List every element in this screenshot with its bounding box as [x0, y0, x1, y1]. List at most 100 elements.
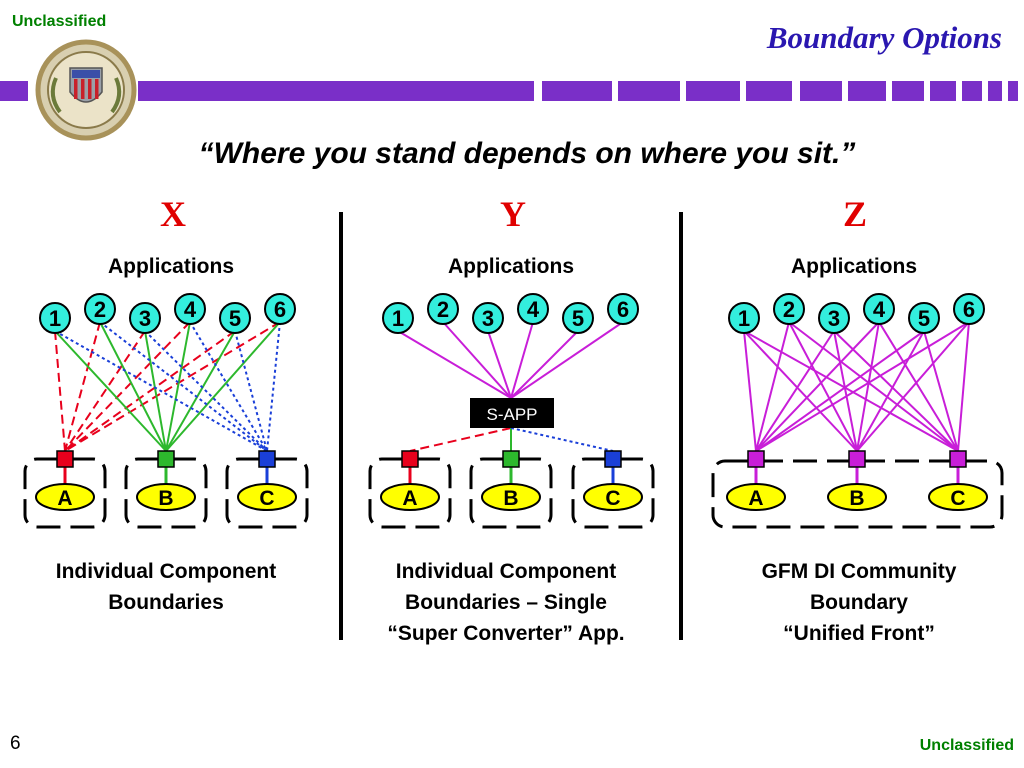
connection-line — [878, 321, 959, 452]
connection-line — [266, 321, 281, 452]
connection-line — [54, 330, 66, 452]
component-label: C — [259, 487, 274, 510]
connection-line — [755, 321, 790, 452]
connection-line — [99, 321, 167, 452]
header-bar-segment — [138, 81, 534, 101]
component-node-y-B — [481, 483, 541, 511]
connection-line — [743, 330, 858, 452]
application-node-y-4 — [517, 293, 549, 325]
classification-top: Unclassified — [12, 13, 107, 30]
component-label: B — [849, 487, 864, 510]
connection-line — [234, 330, 268, 452]
component-label: A — [402, 487, 417, 510]
connection-line — [397, 330, 512, 399]
classification-bottom: Unclassified — [919, 737, 1014, 754]
component-node-z-A — [726, 483, 786, 511]
application-node-x-3 — [129, 302, 161, 334]
component-node-x-A — [35, 483, 95, 511]
application-node-x-4 — [174, 293, 206, 325]
connection-line — [833, 330, 858, 452]
header-bar-segment — [930, 81, 956, 101]
caption-line: “Unified Front” — [783, 622, 935, 645]
connection-line — [923, 330, 959, 452]
community-boundary — [711, 459, 1004, 529]
connection-line — [510, 321, 624, 399]
component-label: B — [503, 487, 518, 510]
application-node-y-1 — [382, 302, 414, 334]
connection-line — [54, 330, 167, 452]
interface-port-y-C — [604, 450, 622, 468]
header-bar-segment — [962, 81, 982, 101]
applications-label-y: Applications — [447, 255, 574, 278]
application-label: 6 — [617, 297, 629, 322]
connection-line — [510, 330, 579, 399]
header-bar-segment — [988, 81, 1002, 101]
application-label: 1 — [49, 306, 61, 331]
component-node-z-C — [928, 483, 988, 511]
component-label: A — [748, 487, 763, 510]
application-node-y-3 — [472, 302, 504, 334]
connection-line — [833, 330, 959, 452]
connection-line — [510, 321, 534, 399]
application-node-y-6 — [607, 293, 639, 325]
header-bar-segment — [892, 81, 924, 101]
application-label: 5 — [918, 306, 930, 331]
application-label: 6 — [963, 297, 975, 322]
caption-line: Boundary — [809, 591, 908, 614]
caption-line: Individual Component — [55, 560, 277, 583]
connection-line — [743, 330, 959, 452]
connection-line — [442, 321, 512, 399]
column-divider — [339, 212, 343, 640]
header-bar-segment — [1008, 81, 1018, 101]
connection-line — [64, 330, 236, 452]
application-label: 4 — [184, 297, 197, 322]
caption-y: Individual Component Boundaries – Single… — [346, 556, 666, 649]
component-node-y-C — [583, 483, 643, 511]
component-node-z-B — [827, 483, 887, 511]
interface-port-z-A — [747, 450, 765, 468]
connection-line — [189, 321, 268, 452]
connection-line — [755, 321, 880, 452]
connection-line — [144, 330, 268, 452]
slide-title: Boundary Options — [766, 20, 1002, 55]
application-label: 4 — [527, 297, 540, 322]
connection-line — [755, 330, 835, 452]
connection-line — [64, 330, 146, 452]
application-node-z-2 — [773, 293, 805, 325]
interface-port-x-C — [258, 450, 276, 468]
header-bar-segment — [686, 81, 740, 101]
connection-line — [856, 330, 925, 452]
application-label: 1 — [392, 306, 404, 331]
application-label: 4 — [873, 297, 886, 322]
application-label: 5 — [572, 306, 584, 331]
connection-line — [856, 321, 880, 452]
interface-port-z-C — [949, 450, 967, 468]
component-node-x-C — [237, 483, 297, 511]
application-label: 5 — [229, 306, 241, 331]
connection-line — [743, 330, 757, 452]
column-divider — [679, 212, 683, 640]
application-label: 3 — [139, 306, 151, 331]
caption-line: “Super Converter” App. — [387, 622, 625, 645]
panel-letter-y: Y — [500, 194, 526, 234]
connection-line — [99, 321, 268, 452]
caption-line: GFM DI Community — [761, 560, 957, 583]
application-label: 2 — [437, 297, 449, 322]
joint-chiefs-seal-icon — [35, 39, 137, 141]
header-bar-segment — [0, 81, 28, 101]
connection-line — [144, 330, 167, 452]
connection-line — [165, 330, 236, 452]
application-node-z-1 — [728, 302, 760, 334]
component-node-y-A — [380, 483, 440, 511]
application-label: 2 — [783, 297, 795, 322]
interface-port-x-B — [157, 450, 175, 468]
connection-line — [409, 427, 512, 452]
quote: “Where you stand depends on where you si… — [198, 137, 856, 170]
component-label: A — [57, 487, 72, 510]
super-converter-box — [470, 398, 554, 428]
application-node-z-6 — [953, 293, 985, 325]
applications-label-z: Applications — [790, 255, 917, 278]
component-node-x-B — [136, 483, 196, 511]
application-label: 1 — [738, 306, 750, 331]
interface-port-z-B — [848, 450, 866, 468]
